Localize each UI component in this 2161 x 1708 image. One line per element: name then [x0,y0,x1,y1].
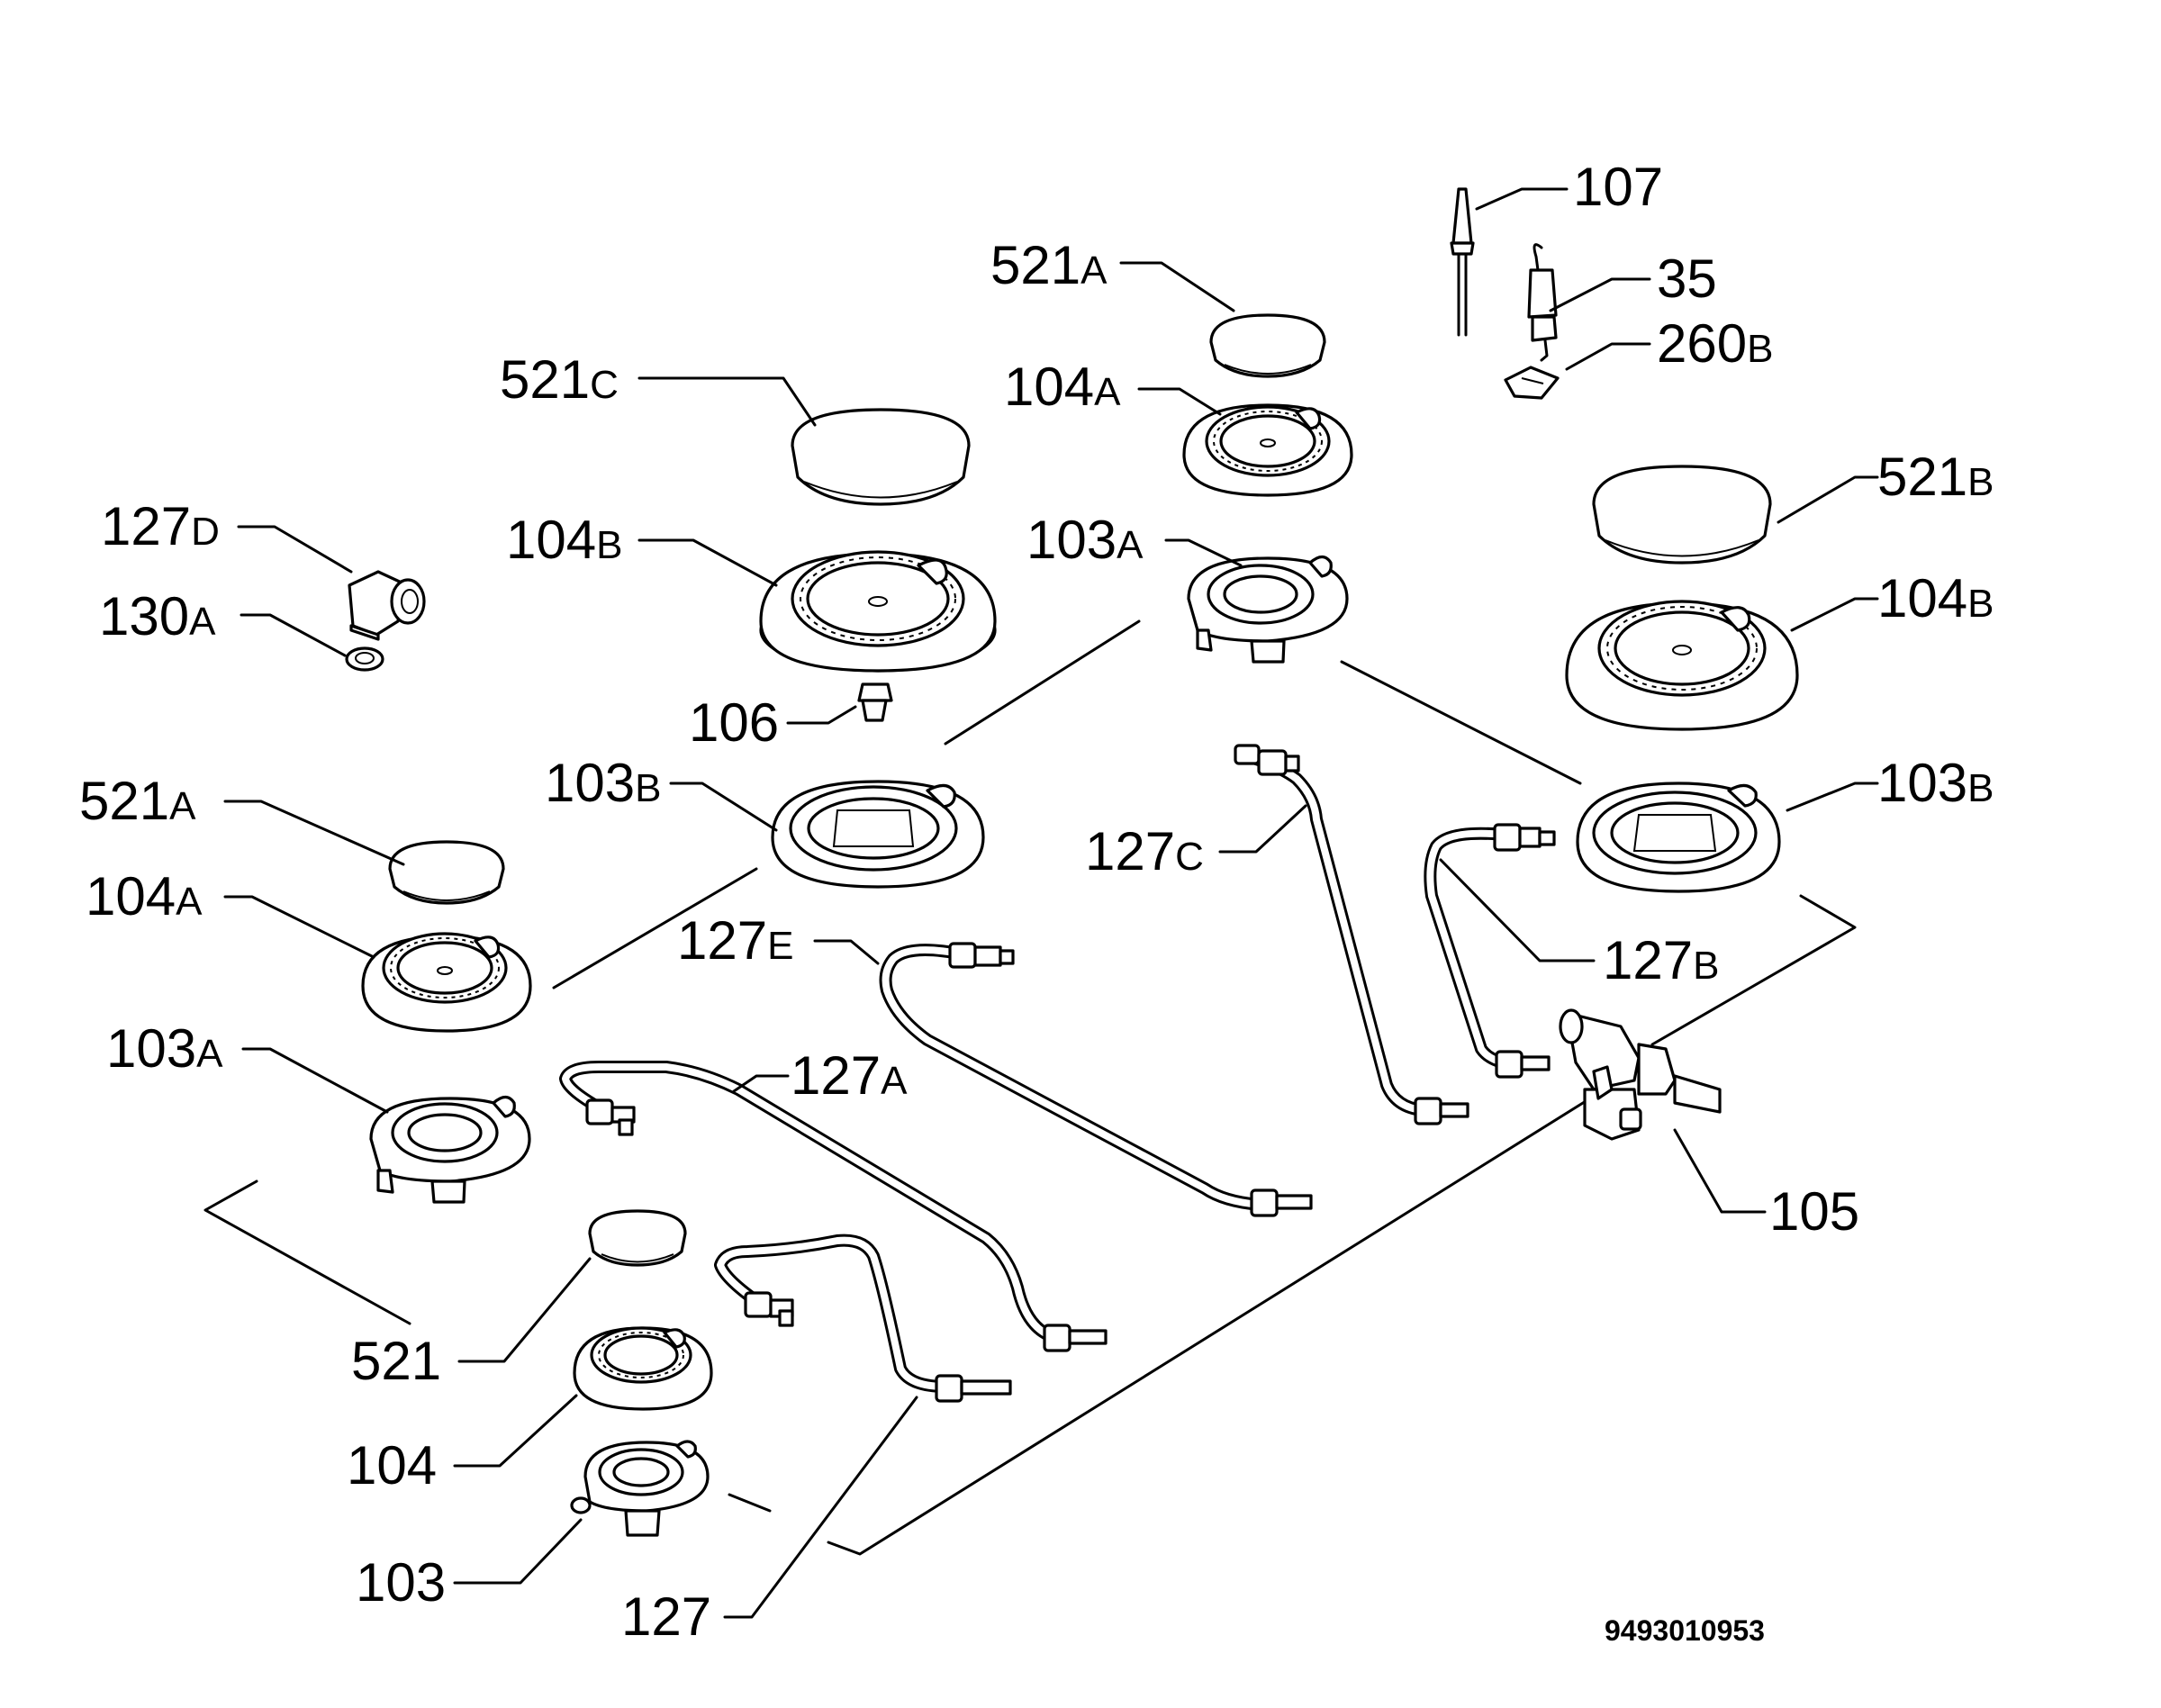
burner-base-103a-left [369,1095,531,1204]
label-127e: 127E [677,910,793,971]
label-105: 105 [1769,1181,1859,1242]
assembly-lines [203,619,1857,1556]
label-521c: 521C [500,349,619,410]
label-104a-left: 104A [86,866,203,926]
burner-crown-104b-right [1565,600,1799,731]
burner-cap-521b [1592,465,1772,565]
label-35: 35 [1657,249,1717,309]
burner-base-103 [570,1440,710,1537]
burner-cap-521c [791,408,971,506]
label-103a-top: 103A [1026,510,1144,570]
label-521a-left: 521A [79,771,196,831]
burner-crown-104a-top [1182,403,1353,497]
burner-crown-104a-left [361,932,532,1033]
burner-cap-521 [588,1209,687,1267]
burner-cap-521a-left [388,840,505,905]
gas-tap-105 [1559,1008,1722,1141]
label-103: 103 [356,1552,446,1613]
label-106: 106 [689,692,779,753]
label-103b-right: 103B [1877,753,1994,813]
burner-cap-521a-top [1209,313,1326,378]
burner-base-103b-left [771,780,985,889]
injector-106 [857,682,893,722]
label-107: 107 [1573,157,1663,217]
ignition-electrode-35 [1527,243,1558,362]
burner-crown-104b-left [759,550,997,673]
label-521a-top: 521A [990,235,1108,295]
label-521: 521 [351,1331,441,1391]
label-104b-right: 104B [1877,568,1994,628]
callout-lines [223,187,1879,1619]
label-260b: 260B [1657,313,1773,374]
burner-crown-104 [573,1326,713,1411]
label-127: 127 [621,1586,711,1647]
label-104: 104 [347,1435,437,1496]
label-104b-left: 104B [506,510,622,570]
clip-260b [1504,366,1560,400]
gas-tubes [559,748,1524,1393]
elbow-fitting-127d [348,570,426,641]
label-104a-top: 104A [1004,357,1121,417]
washer-130a [345,646,384,672]
tube-fittings [585,744,1556,1403]
part-labels: 107 521A 35 260B 521C 104A 127D 104B 103… [79,157,1994,1647]
label-103a-left: 103A [106,1018,223,1079]
label-127a: 127A [791,1045,908,1106]
label-521b: 521B [1877,447,1994,507]
label-127b: 127B [1603,930,1719,990]
burner-base-103a-top [1187,555,1349,664]
burner-base-103b-right [1576,782,1781,893]
drawing-code: 9493010953 [1605,1614,1765,1647]
label-103b-left: 103B [545,753,661,813]
label-127d: 127D [101,496,220,556]
label-130a: 130A [99,586,216,646]
thermocouple-107 [1450,187,1475,337]
label-127c: 127C [1085,821,1204,881]
